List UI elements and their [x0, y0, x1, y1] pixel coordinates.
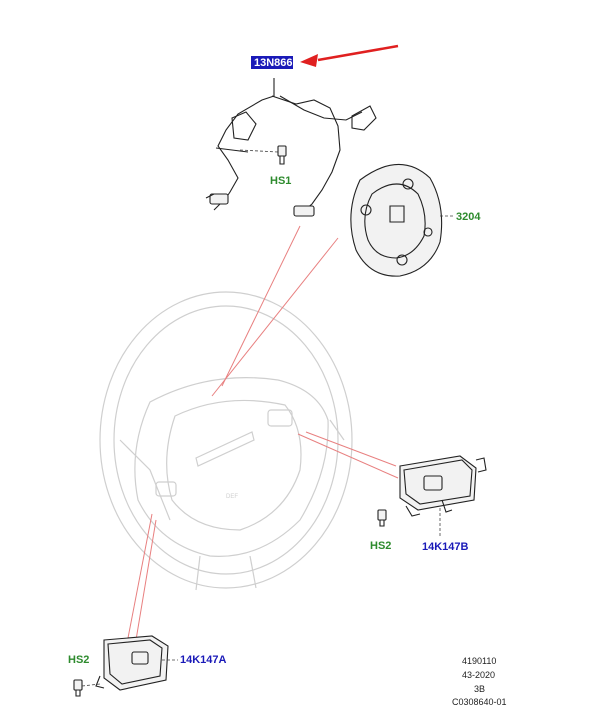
callout-3204[interactable]: 3204 — [440, 211, 481, 223]
callout-hs2-right[interactable]: HS2 — [370, 540, 391, 552]
svg-text:DEF: DEF — [226, 494, 238, 500]
leader-ring-to-wheel — [211, 237, 339, 397]
leader-switch-a — [127, 513, 153, 639]
callout-label-14k147a: 14K147A — [180, 654, 227, 666]
clock-spring-3204[interactable] — [350, 163, 443, 277]
leader-switch-b-2 — [305, 431, 397, 467]
meta-line-4: C0308640-01 — [452, 697, 507, 707]
callout-label-3204: 3204 — [456, 211, 481, 223]
leader-lines — [127, 225, 399, 641]
callout-label-14k147b: 14K147B — [422, 541, 469, 553]
callout-hs1[interactable]: HS1 — [270, 175, 291, 187]
highlight-arrow — [300, 44, 399, 67]
screw-hs1[interactable] — [239, 145, 287, 165]
leader-switch-a-2 — [135, 519, 157, 641]
meta-line-3: 3B — [474, 684, 485, 694]
meta-line-2: 43-2020 — [462, 670, 495, 680]
diagram-metadata: 4190110 43-2020 3B C0308640-01 — [452, 656, 507, 707]
screw-hs2-left[interactable] — [73, 679, 101, 697]
switch-14k147a[interactable] — [95, 635, 169, 691]
steering-wheel-ghost: DEF — [99, 291, 353, 591]
callout-13n866[interactable]: 13N866 — [251, 56, 293, 69]
callout-hs2-left[interactable]: HS2 — [68, 654, 89, 666]
meta-line-1: 4190110 — [462, 656, 496, 666]
callout-label-13n866: 13N866 — [254, 57, 293, 69]
switch-14k147b[interactable] — [399, 455, 487, 517]
callout-14k147b[interactable]: 14K147B — [422, 508, 469, 553]
leader-switch-b — [297, 433, 399, 479]
screw-hs2-right[interactable] — [377, 509, 387, 527]
callout-14k147a[interactable]: 14K147A — [162, 654, 227, 666]
wiring-harness-13n866[interactable] — [205, 78, 377, 217]
leader-harness-to-wheel — [221, 225, 301, 387]
